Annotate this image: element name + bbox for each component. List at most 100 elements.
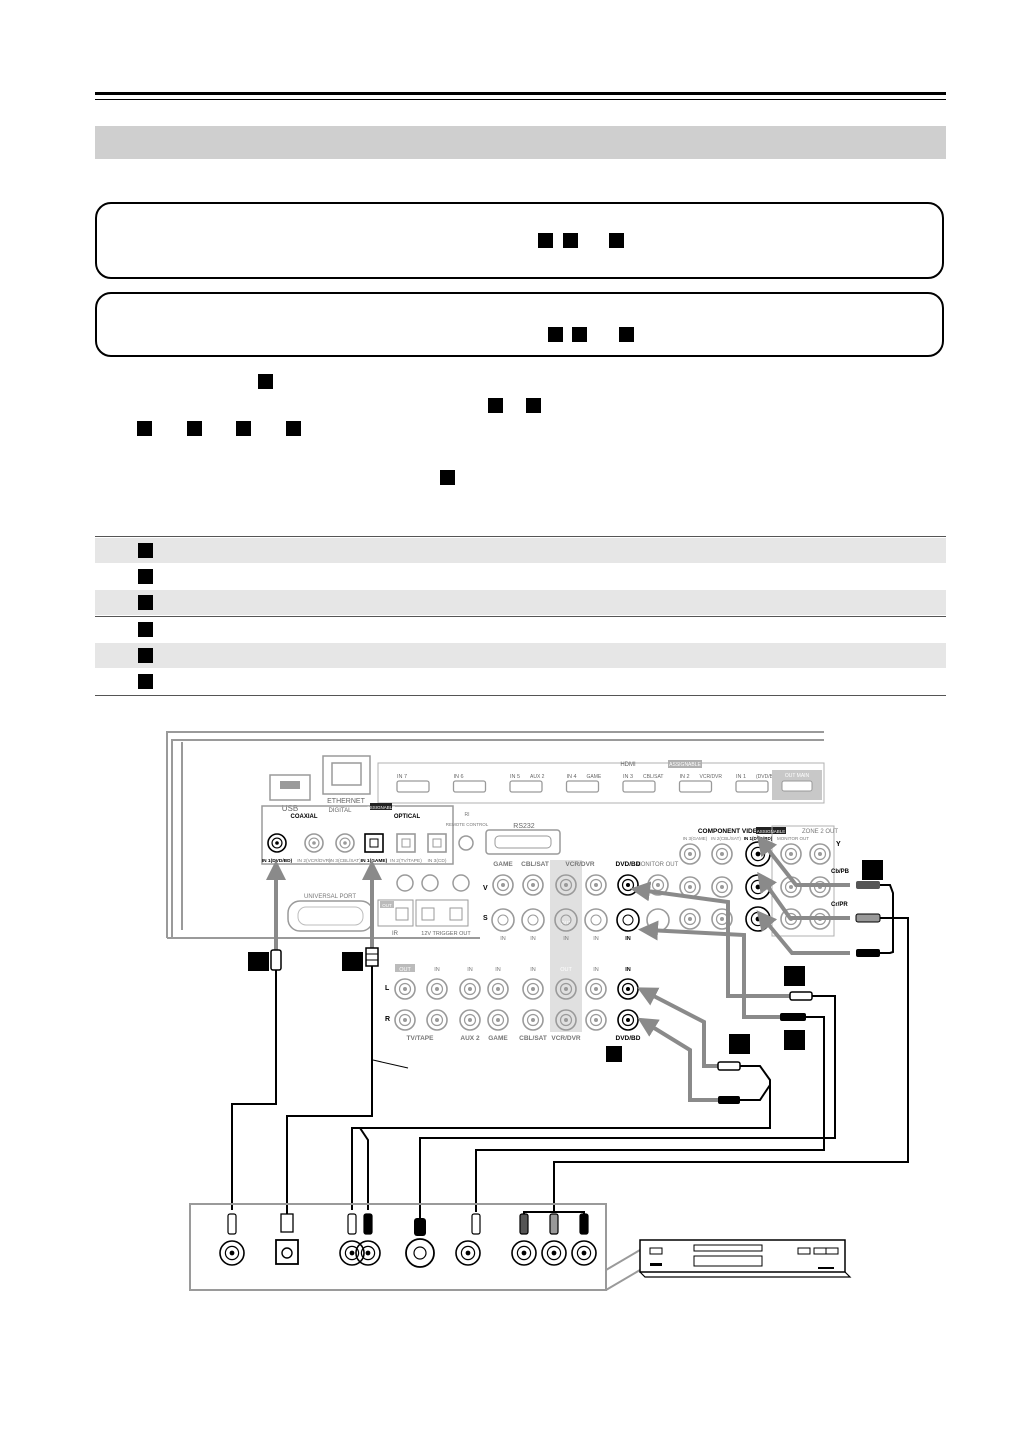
source-output-jack bbox=[219, 1240, 245, 1266]
marker-square bbox=[440, 470, 455, 485]
source-output-jack bbox=[571, 1240, 597, 1266]
hdmi-input-label: IN 6 bbox=[454, 774, 464, 780]
table-row bbox=[95, 590, 946, 615]
hdmi-out-label: OUT MAIN bbox=[785, 773, 810, 779]
audio-jack-left bbox=[459, 978, 481, 1000]
hdmi-input-label: IN 4 bbox=[567, 774, 577, 780]
component-jack bbox=[679, 908, 701, 930]
ir-out-label: OUT bbox=[382, 903, 392, 908]
note-box-2 bbox=[95, 292, 944, 357]
audio-jack-left bbox=[394, 978, 416, 1000]
audio-jack-left bbox=[585, 978, 607, 1000]
note-box-1 bbox=[95, 202, 944, 279]
audio-jack-left bbox=[555, 978, 577, 1000]
component-video-label: COMPONENT VIDEO bbox=[698, 828, 762, 835]
hdmi-port bbox=[735, 780, 769, 793]
hdmi-port bbox=[565, 780, 600, 793]
cb-label: Cb/PB bbox=[831, 869, 850, 875]
source-optical-jack bbox=[275, 1239, 299, 1265]
s-video-jack bbox=[584, 908, 608, 932]
table-row bbox=[95, 617, 946, 642]
section-heading-bar bbox=[95, 126, 946, 159]
hdmi-input-label: IN 2 bbox=[680, 774, 690, 780]
universal-ir-section: UNIVERSAL PORT OUT IR 12V TRIGGER OUT bbox=[287, 874, 471, 937]
audio-source-label: VCR/DVR bbox=[551, 1035, 581, 1042]
header-rule-thin bbox=[95, 99, 946, 100]
hdmi-input-name: (DVD/BD) bbox=[756, 774, 779, 780]
usb-port: USB bbox=[269, 774, 311, 813]
ethernet-port: ETHERNET bbox=[322, 755, 371, 805]
rs232-label: RS232 bbox=[513, 823, 535, 830]
hdmi-port bbox=[678, 780, 713, 793]
receiver-chassis bbox=[166, 731, 824, 939]
marker-square bbox=[563, 233, 578, 248]
hdmi-input-name: AUX 2 bbox=[530, 774, 545, 780]
video-in-label: IN bbox=[593, 936, 599, 942]
audio-source-label: CBL/SAT bbox=[519, 1035, 547, 1042]
s-video-jack bbox=[554, 908, 578, 932]
audio-in-label: IN bbox=[625, 967, 631, 973]
audio-source-label: DVD/BD bbox=[616, 1035, 641, 1042]
audio-source-label: TV/TAPE bbox=[407, 1035, 435, 1042]
table-rule bbox=[95, 536, 946, 537]
r-label: R bbox=[385, 1016, 390, 1023]
source-output-jack bbox=[339, 1240, 365, 1266]
marker-square bbox=[548, 327, 563, 342]
y-label: Y bbox=[836, 841, 841, 848]
coaxial-label: COAXIAL bbox=[291, 814, 318, 820]
composite-video-jack bbox=[555, 874, 577, 896]
composite-video-jack bbox=[585, 874, 607, 896]
diagram-markers bbox=[248, 860, 883, 1062]
marker-square bbox=[286, 421, 301, 436]
optical-label: OPTICAL bbox=[394, 814, 421, 820]
composite-video-jack bbox=[492, 874, 514, 896]
optical-input-label: IN 1(GAME) bbox=[361, 858, 388, 864]
leader-line bbox=[372, 1059, 409, 1069]
hdmi-port bbox=[396, 780, 430, 793]
cables bbox=[231, 884, 909, 1218]
source-s-video-plug bbox=[414, 1218, 426, 1236]
source-cable-plug bbox=[347, 1213, 357, 1235]
optical-jack bbox=[427, 833, 447, 853]
video-in-label: IN bbox=[530, 936, 536, 942]
hdmi-input-name: CBL/SAT bbox=[643, 774, 663, 780]
source-cable-plug bbox=[227, 1213, 237, 1235]
s-label: S bbox=[483, 915, 488, 922]
trigger-out-label: 12V TRIGGER OUT bbox=[421, 931, 471, 937]
coaxial-input-label: IN 3(CBL/SAT) bbox=[329, 858, 361, 864]
audio-in-label: IN bbox=[495, 967, 501, 973]
hdmi-port bbox=[622, 780, 656, 793]
hdmi-input-label: IN 1 bbox=[736, 774, 746, 780]
usb-label: USB bbox=[282, 804, 298, 813]
ethernet-label: ETHERNET bbox=[327, 798, 365, 805]
audio-jack-left bbox=[487, 978, 509, 1000]
audio-jack-left bbox=[617, 978, 639, 1000]
digital-label: DIGITAL bbox=[329, 808, 353, 814]
marker-square bbox=[609, 233, 624, 248]
table-rule bbox=[95, 695, 946, 696]
video-source-label: VCR/DVR bbox=[565, 861, 595, 868]
table-row bbox=[95, 643, 946, 668]
ri-label: RI bbox=[465, 812, 470, 818]
dvd-player-illustration bbox=[639, 1239, 852, 1278]
audio-jack-right bbox=[487, 1009, 509, 1031]
table-rule bbox=[95, 616, 946, 617]
marker-square bbox=[187, 421, 202, 436]
universal-port-label: UNIVERSAL PORT bbox=[304, 894, 356, 900]
audio-jack-right bbox=[555, 1009, 577, 1031]
source-output-jack bbox=[541, 1240, 567, 1266]
component-input-label: IN 1(DVD/BD) bbox=[744, 836, 773, 841]
coaxial-jack bbox=[335, 833, 355, 853]
video-out-label: OUT bbox=[561, 921, 572, 927]
remote-control-label: REMOTE CONTROL bbox=[446, 822, 489, 827]
component-assignable-badge: ASSIGNABLE bbox=[757, 829, 786, 834]
marker-square bbox=[488, 398, 503, 413]
monitor-out-label: MONITOR OUT bbox=[636, 862, 679, 868]
s-video-jack bbox=[521, 908, 545, 932]
source-cable-plug bbox=[549, 1213, 559, 1235]
marker-square bbox=[137, 421, 152, 436]
optical-input-label: IN 2(TV/TAPE) bbox=[390, 858, 422, 864]
